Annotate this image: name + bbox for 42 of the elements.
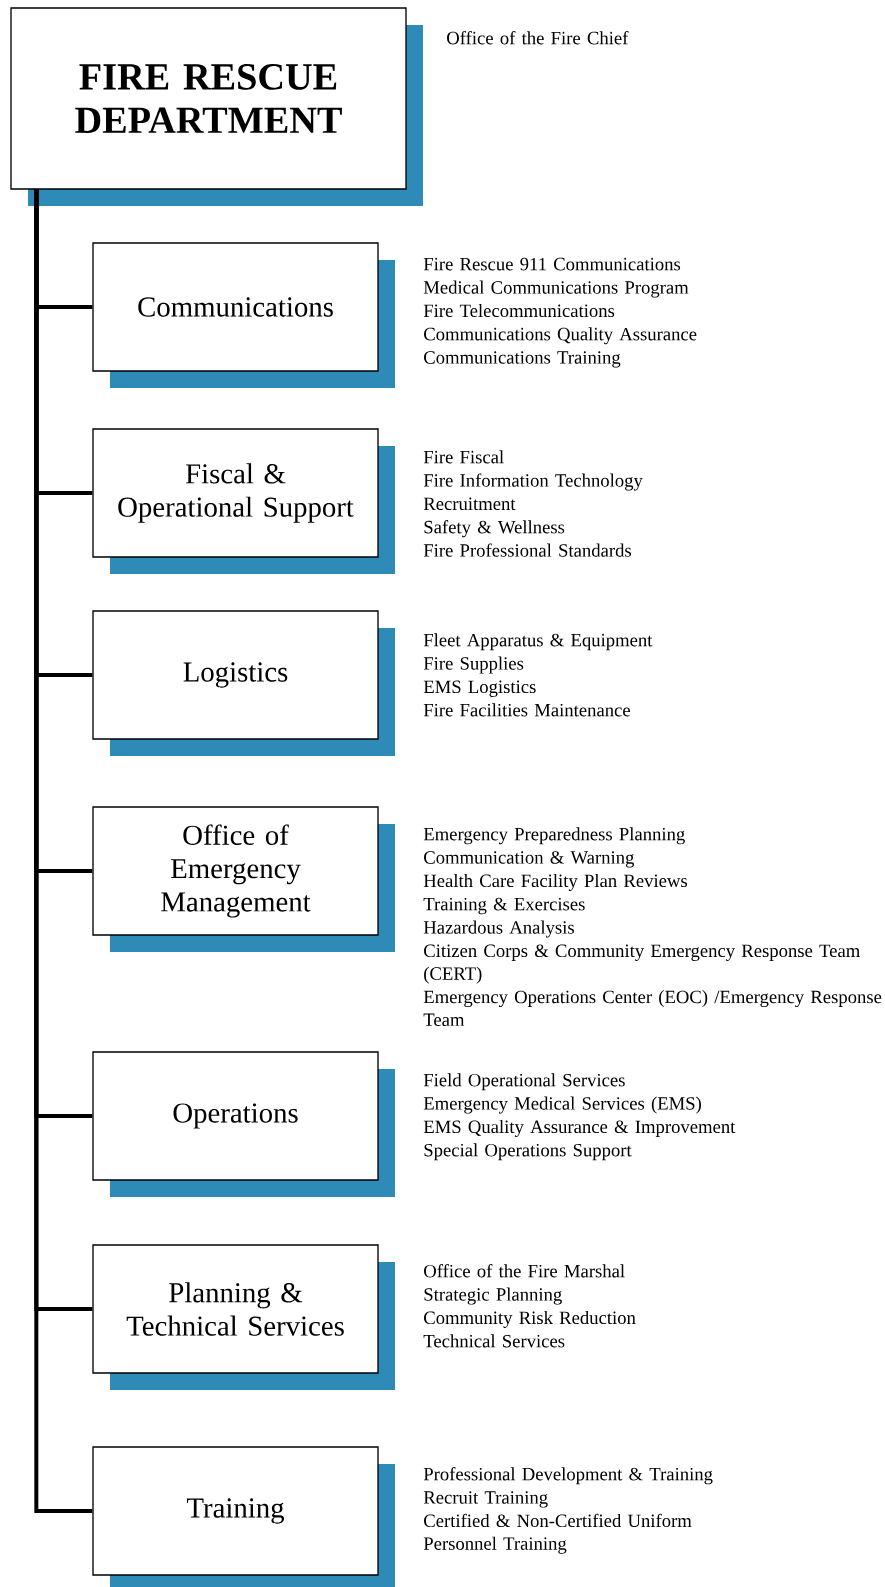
sub-unit-text: Fire Rescue 911 Communications: [423, 257, 681, 271]
connector-line: [34, 189, 93, 1513]
sub-unit-text: Fire Professional Standards: [423, 543, 631, 557]
sub-unit-text: Office of the Fire Marshal: [424, 1264, 625, 1278]
division-box: Office of Emergency Management: [92, 806, 395, 952]
sub-unit-text: Office of the Fire Chief: [447, 31, 629, 45]
sub-unit-text: Special Operations Support: [424, 1143, 632, 1161]
sub-unit-text: Field Operational Services: [423, 1073, 625, 1091]
sub-unit-text: Community Risk Reduction: [424, 1310, 636, 1328]
sub-unit-text: Recruitment: [423, 497, 516, 511]
division-box: Communications: [92, 242, 395, 388]
sub-unit-text: Communications Training: [424, 351, 621, 368]
sub-unit-text: Health Care Facility Plan Reviews: [423, 873, 687, 891]
sub-unit-text: Safety & Wellness: [424, 520, 565, 538]
division-box: Logistics: [92, 610, 395, 756]
sub-unit-text: Fire Fiscal: [423, 450, 504, 464]
division-box: Fiscal & Operational Support: [92, 428, 395, 574]
sub-unit-text: Communication & Warning: [424, 851, 634, 868]
division-box: Operations: [92, 1051, 395, 1197]
sub-unit-text: Training & Exercises: [423, 897, 585, 915]
sub-unit-text: Recruit Training: [423, 1491, 548, 1508]
division-box: Training: [92, 1446, 395, 1587]
sub-unit-text: Emergency Medical Services (EMS): [423, 1096, 701, 1114]
sub-unit-text: Fire Facilities Maintenance: [423, 703, 630, 717]
sub-unit-text: Strategic Planning: [424, 1287, 562, 1305]
sub-unit-text: Communications Quality Assurance: [424, 327, 697, 345]
sub-unit-text: Fire Information Technology: [423, 473, 643, 491]
department-box: FIRE RESCUE DEPARTMENT: [10, 7, 423, 206]
sub-unit-text: Fire Supplies: [423, 656, 524, 674]
division-box: Planning & Technical Services: [92, 1244, 395, 1390]
sub-unit-text: Medical Communications Program: [423, 280, 689, 298]
sub-unit-text: Professional Development & Training: [423, 1467, 713, 1485]
sub-unit-text: Emergency Preparedness Planning: [423, 827, 685, 845]
sub-unit-text: Technical Services: [423, 1334, 565, 1348]
sub-unit-text: Fleet Apparatus & Equipment: [423, 633, 653, 651]
sub-unit-text: EMS Logistics: [423, 680, 536, 697]
sub-unit-text: Hazardous Analysis: [423, 920, 574, 938]
sub-unit-text: Fire Telecommunications: [423, 303, 615, 318]
sub-unit-text: Certified & Non-Certified Uniform Personnel Training: [423, 1513, 692, 1554]
sub-unit-text: EMS Quality Assurance & Improvement: [423, 1119, 736, 1137]
sub-unit-text: Emergency Operations Center (EOC) /Emergency Response Team: [423, 990, 882, 1027]
sub-unit-text: Citizen Corps & Community Emergency Response Team (CERT): [424, 944, 860, 984]
